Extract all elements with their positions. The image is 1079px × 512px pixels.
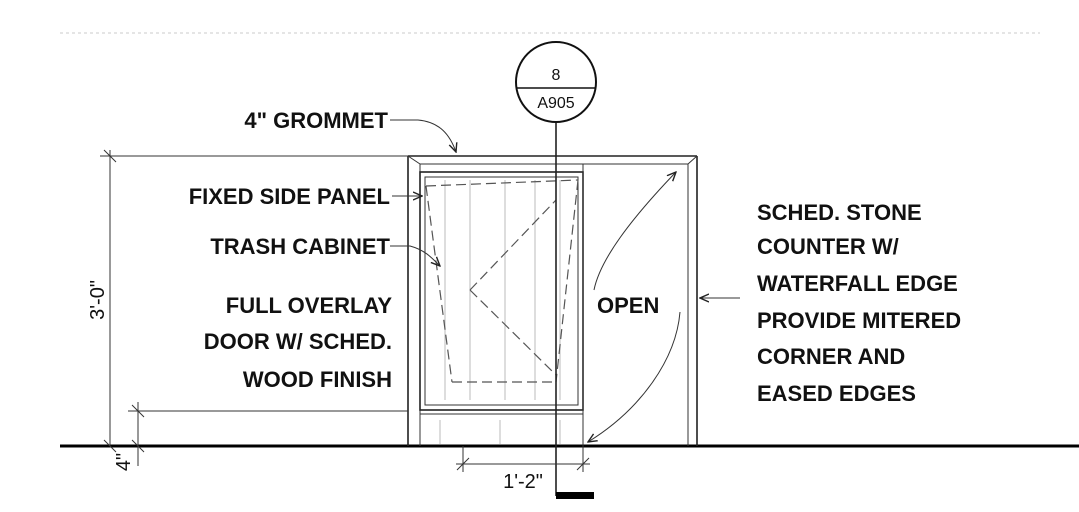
- trash-cabinet-label: TRASH CABINET: [210, 234, 390, 259]
- toe-kick-dimension-text: 4": [113, 453, 135, 471]
- section-tag-number: 8: [552, 67, 561, 84]
- cabinet-door-inner: [424, 176, 579, 406]
- section-cut-end-mark: [556, 492, 594, 499]
- toe-kick-dimension: [128, 402, 408, 466]
- counter-note-5: CORNER AND: [757, 344, 905, 369]
- leader-lines: [390, 119, 740, 298]
- section-tag-circle: [515, 41, 597, 123]
- wood-grain-hatching: [439, 180, 561, 444]
- full-overlay-label-2: DOOR W/ SCHED.: [204, 329, 392, 354]
- trash-cabinet-leader: [390, 245, 440, 266]
- countertop-miter-left: [407, 155, 421, 165]
- full-overlay-label-1: FULL OVERLAY: [226, 293, 393, 318]
- countertop-miter-right: [687, 155, 698, 165]
- grommet-label: 4" GROMMET: [244, 108, 388, 133]
- fixed-side-panel-label: FIXED SIDE PANEL: [189, 184, 390, 209]
- open-arrow-upper: [593, 172, 676, 291]
- width-dimension: [456, 446, 590, 472]
- counter-note-6: EASED EDGES: [757, 381, 916, 406]
- open-arrow-lower: [588, 311, 681, 442]
- section-tag-sheet: A905: [537, 95, 574, 112]
- trash-cabinet-swing: [425, 179, 579, 383]
- cabinet-door: [419, 171, 584, 411]
- full-overlay-label-3: WOOD FINISH: [243, 367, 392, 392]
- counter-note-1: SCHED. STONE: [757, 200, 922, 225]
- grommet-leader: [390, 119, 456, 152]
- height-dimension-text: 3'-0": [87, 280, 109, 320]
- open-label: OPEN: [597, 293, 659, 318]
- counter-note-2: COUNTER W/: [757, 234, 899, 259]
- counter-note-4: PROVIDE MITERED: [757, 308, 961, 333]
- counter-note-3: WATERFALL EDGE: [757, 271, 958, 296]
- width-dimension-text: 1'-2": [503, 471, 543, 493]
- height-dimension: [100, 149, 408, 453]
